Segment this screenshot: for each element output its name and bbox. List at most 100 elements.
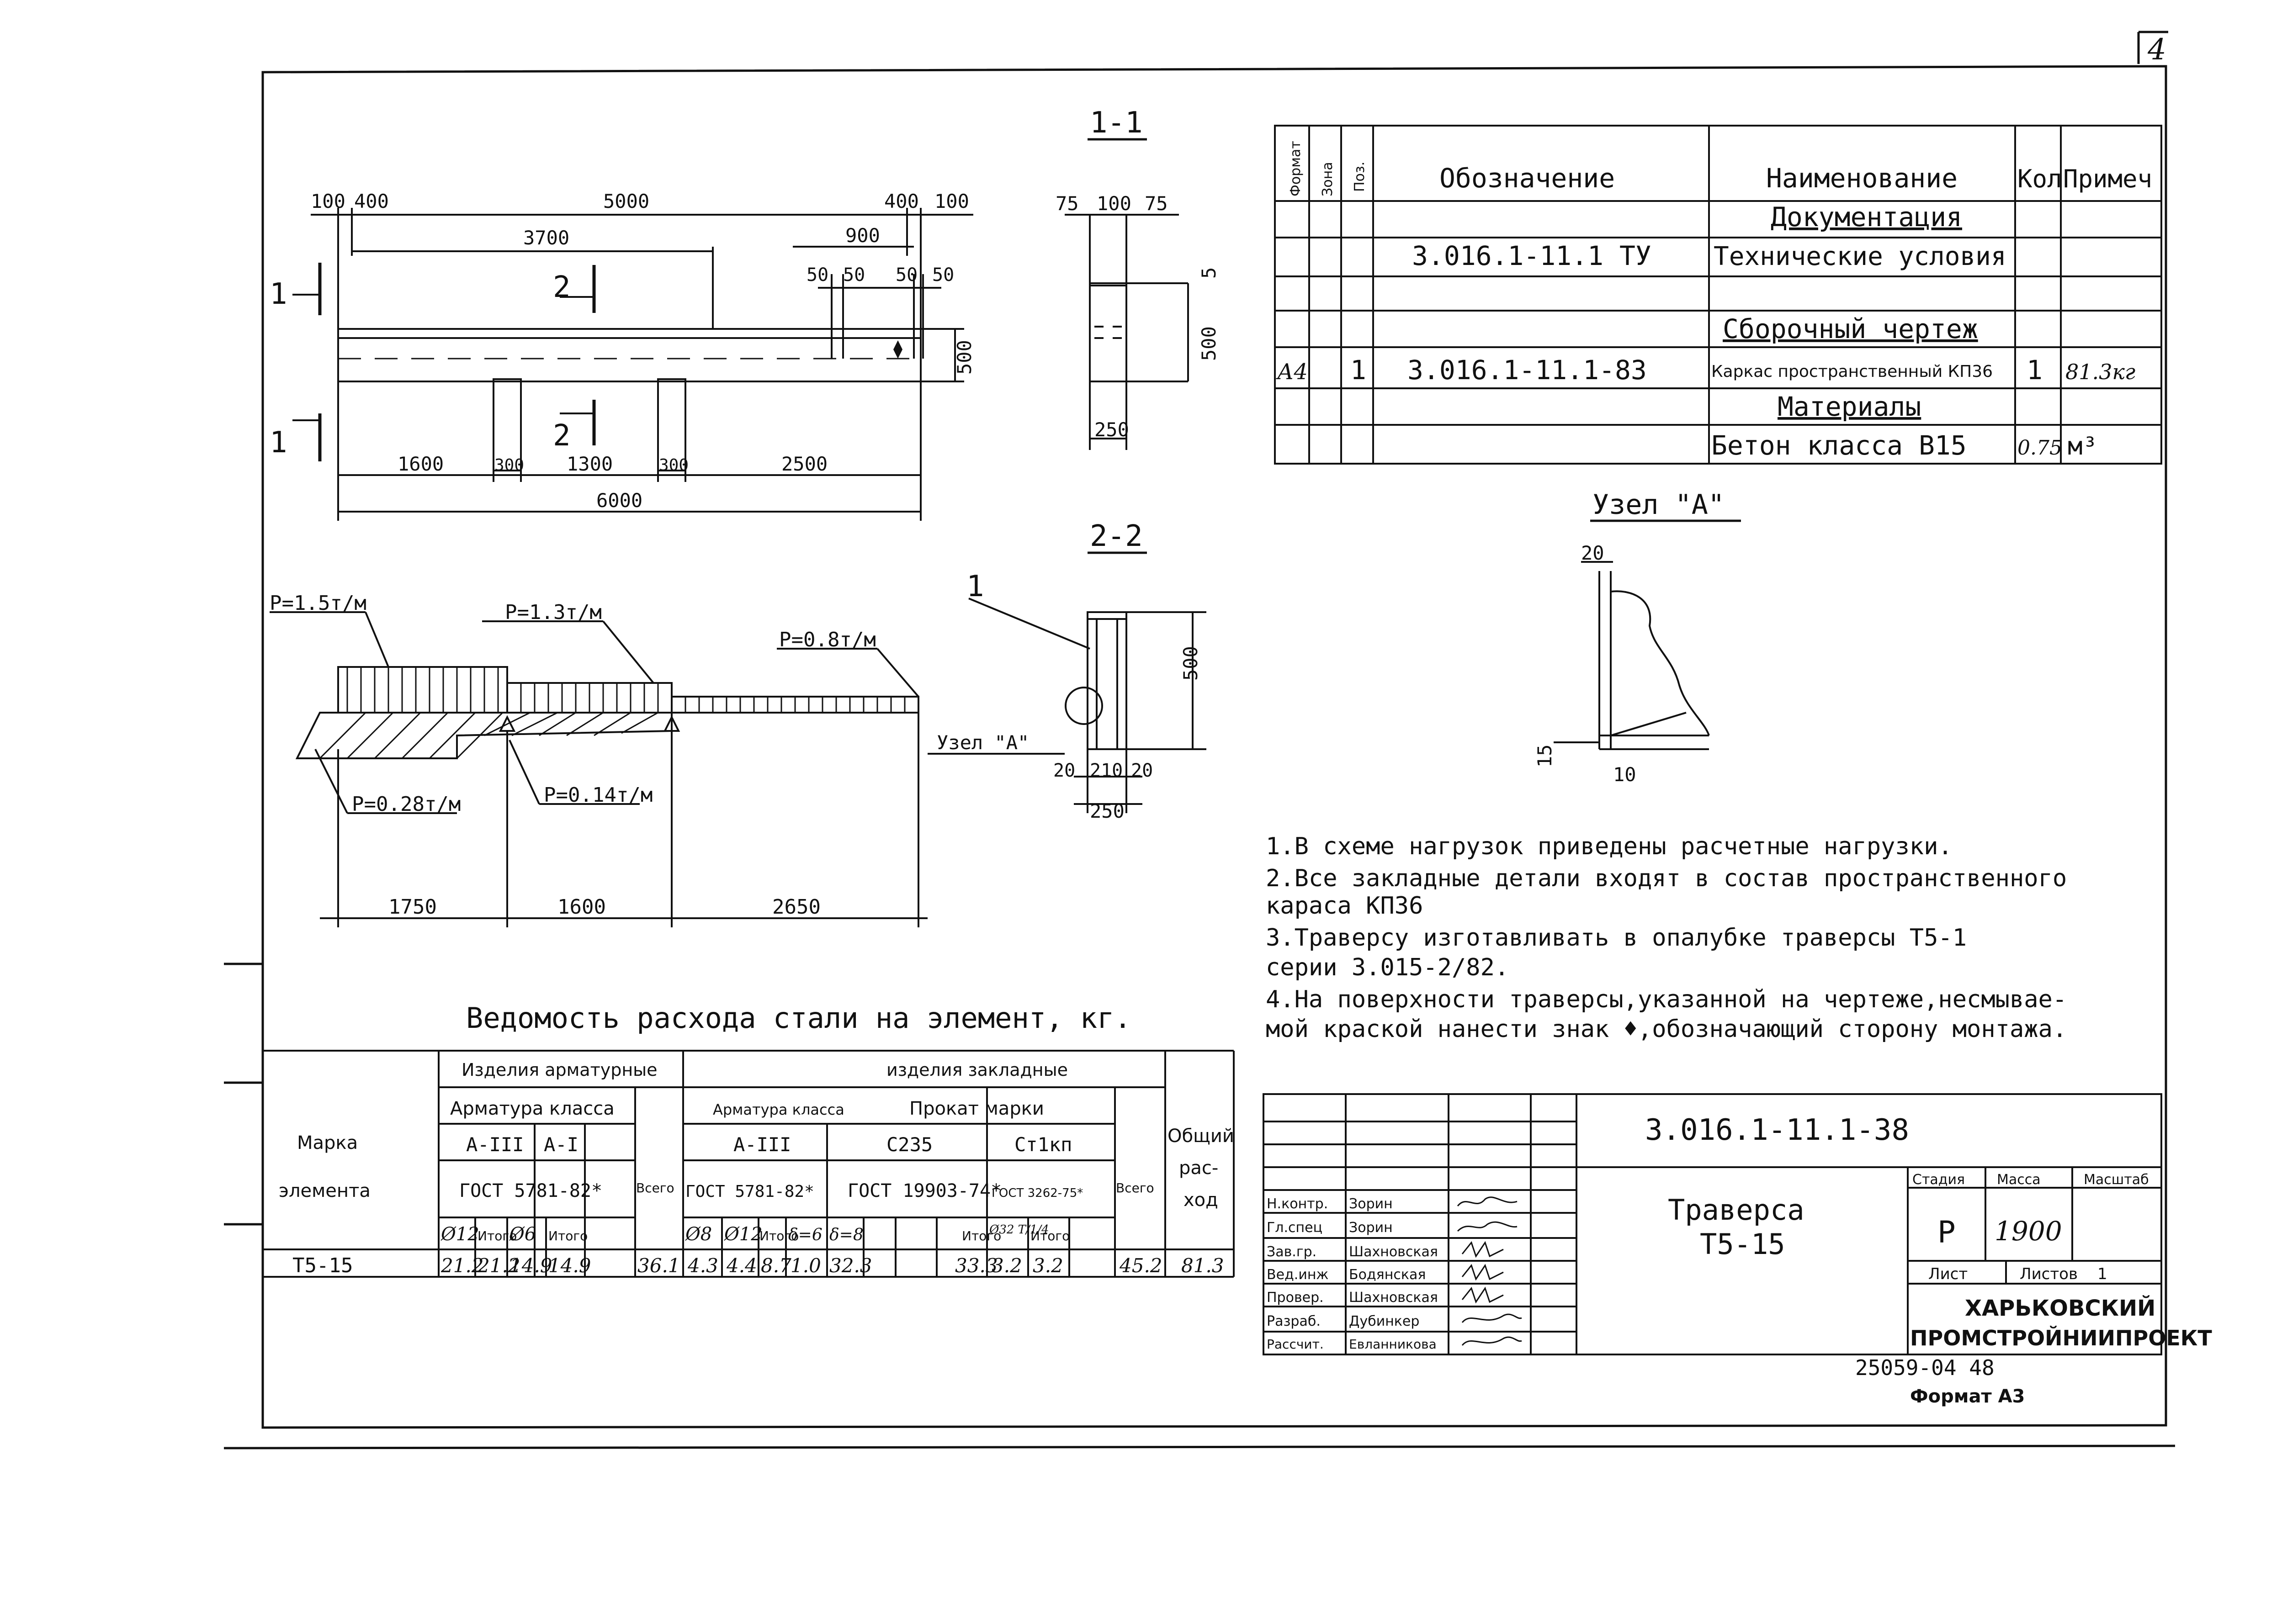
node-dim-20: 20 xyxy=(1581,542,1604,564)
cut-1-top: 1 xyxy=(270,277,287,311)
section-2-2: 2-2 1 500 20 210 20 250 Узел "А" xyxy=(928,519,1206,822)
tb-person-4: Шахновская xyxy=(1349,1290,1438,1306)
steel-sub-d12b: Ø12 xyxy=(724,1224,763,1245)
steel-h-mark: Марка xyxy=(297,1132,358,1153)
spec-row-kp-pos: 1 xyxy=(1350,354,1366,386)
steel-sub-delta8: δ=8 xyxy=(829,1226,864,1244)
spec-h-designation: Обозначение xyxy=(1439,163,1615,194)
steel-h-gost1: ГОСТ 5781-82* xyxy=(459,1180,602,1201)
spec-row-concrete-note: м³ xyxy=(2068,432,2097,460)
steel-sub-d8: Ø8 xyxy=(685,1224,712,1245)
section-1-1: 1-1 75 100 75 5 500 250 xyxy=(1056,106,1220,450)
steel-val-7: 4.4 xyxy=(726,1254,757,1277)
tb-role-0: Н.контр. xyxy=(1267,1196,1328,1212)
spec-row-materials: Материалы xyxy=(1778,391,1921,422)
tb-mass: 1900 xyxy=(1995,1216,2062,1247)
load-p2: Р=1.3т/м xyxy=(505,601,602,624)
note-2: 2.Все закладные детали входят в состав п… xyxy=(1266,865,2067,892)
steel-sub-d6: Ø6 xyxy=(509,1224,536,1245)
load-dim-1750: 1750 xyxy=(388,895,437,919)
steel-h-total-2: рас- xyxy=(1179,1158,1218,1179)
spec-row-documentation: Документация xyxy=(1771,201,1962,233)
load-diagram: Р=1.5т/м Р=1.3т/м Р=0.8т/м Р=0.28т/м Р=0… xyxy=(270,592,928,927)
steel-val-5: 36.1 xyxy=(637,1254,680,1277)
load-p4: Р=0.28т/м xyxy=(352,793,461,816)
dim-400-left: 400 xyxy=(354,190,389,212)
cut-2-bottom: 2 xyxy=(553,419,571,453)
spec-row-kp-qty: 1 xyxy=(2027,354,2043,386)
steel-sub-d32: Ø32 Т/1/4 xyxy=(989,1223,1049,1237)
dim-900: 900 xyxy=(845,224,880,247)
steel-table: Ведомость расхода стали на элемент, кг. xyxy=(263,1001,1235,1278)
steel-val-2: 21.2 xyxy=(477,1254,520,1277)
tb-role-2: Зав.гр. xyxy=(1267,1244,1316,1260)
leader-1: 1 xyxy=(966,570,984,603)
steel-sub-delta6: δ=6 xyxy=(788,1226,823,1244)
spec-row-kp-name: Каркас пространственный КП36 xyxy=(1711,362,1993,381)
steel-h-st1kp: Ст1кп xyxy=(1014,1133,1072,1156)
steel-val-1: 21.2 xyxy=(440,1254,484,1277)
dim-210: 210 xyxy=(1090,760,1123,781)
steel-table-title: Ведомость расхода стали на элемент, кг. xyxy=(466,1001,1131,1035)
spec-h-name: Наименование xyxy=(1766,163,1958,194)
tb-person-2: Шахновская xyxy=(1349,1244,1438,1260)
sheet-frame xyxy=(223,31,2176,1449)
dim-100-left: 100 xyxy=(311,190,345,212)
dim-500-s2: 500 xyxy=(1179,646,1202,681)
dim-250-s1: 250 xyxy=(1094,418,1129,441)
tb-person-3: Бодянская xyxy=(1349,1267,1426,1283)
steel-h-gost2: ГОСТ 5781-82* xyxy=(685,1182,814,1201)
steel-val-8: 8.7 xyxy=(761,1254,791,1277)
spec-row-tu-designation: 3.016.1-11.1 ТУ xyxy=(1412,240,1651,271)
dim-3700: 3700 xyxy=(523,227,569,249)
steel-h-rolled: Прокат марки xyxy=(909,1098,1044,1119)
note-4: 4.На поверхности траверсы,указанной на ч… xyxy=(1266,986,2067,1013)
steel-h-c235: С235 xyxy=(886,1133,933,1156)
tb-person-1: Зорин xyxy=(1349,1220,1393,1236)
sheet-number: 4 xyxy=(2147,33,2166,67)
node-a-detail: Узел "А" 20 15 10 xyxy=(1534,489,1741,786)
spec-row-tu-name: Технические условия xyxy=(1714,242,2006,271)
steel-h-rebar-class: Арматура класса xyxy=(450,1098,615,1119)
dim-100: 100 xyxy=(1097,192,1131,215)
tb-scale-h: Масштаб xyxy=(2084,1172,2149,1188)
spec-table: Формат Зона Поз. Обозначение Наименовани… xyxy=(1274,125,2162,465)
load-dim-1600: 1600 xyxy=(557,895,606,919)
steel-sub-itogo-3: Итого xyxy=(759,1228,799,1243)
steel-val-10: 32.3 xyxy=(829,1254,872,1277)
spec-h-note: Примеч xyxy=(2063,164,2152,193)
steel-val-3: 14.9 xyxy=(509,1254,552,1277)
dim-500-elev: 500 xyxy=(953,340,976,375)
dim-20-left: 20 xyxy=(1053,760,1075,781)
tb-org-1: ХАРЬКОВСКИЙ xyxy=(1965,1295,2155,1321)
dim-6000: 6000 xyxy=(596,489,642,512)
dim-50-c: 50 xyxy=(896,264,918,286)
spec-row-kp-designation: 3.016.1-11.1-83 xyxy=(1407,354,1647,386)
steel-h-element: элемента xyxy=(279,1180,371,1201)
title-block: 3.016.1-11.1-38 Траверса Т5-15 Стадия Ма… xyxy=(1263,1093,2212,1407)
steel-val-16: 81.3 xyxy=(1181,1254,1224,1277)
dim-100-right: 100 xyxy=(934,190,969,212)
tb-role-3: Вед.инж xyxy=(1267,1267,1328,1283)
steel-sub-itogo-2: Итого xyxy=(548,1228,588,1243)
tb-format: Формат А3 xyxy=(1910,1386,2025,1407)
load-p1: Р=1.5т/м xyxy=(270,592,366,615)
spec-row-kp-note: 81.3кг xyxy=(2065,360,2135,384)
spec-h-pos: Поз. xyxy=(1352,162,1368,192)
signature-marks xyxy=(1457,1196,1522,1346)
steel-h-reinf: Изделия арматурные xyxy=(462,1060,658,1080)
steel-h-gost3: ГОСТ 19903-74* xyxy=(848,1180,1002,1201)
steel-h-a1: А-I xyxy=(544,1133,578,1156)
tb-role-1: Гл.спец xyxy=(1267,1220,1322,1236)
steel-val-6: 4.3 xyxy=(687,1254,718,1277)
steel-h-vsego-2: Всего xyxy=(1116,1180,1154,1196)
dim-50-d: 50 xyxy=(932,264,954,286)
steel-val-4: 14.9 xyxy=(548,1254,591,1277)
steel-val-12: 33.3 xyxy=(955,1254,998,1277)
note-4-cont: мой краской нанести знак ♦,обозначающий … xyxy=(1266,1016,2067,1043)
tb-org-2: ПРОМСТРОЙНИИПРОЕКТ xyxy=(1910,1326,2212,1350)
tb-code: 3.016.1-11.1-38 xyxy=(1645,1113,1909,1147)
spec-h-qty: Кол xyxy=(2017,164,2062,193)
steel-val-14: 3.2 xyxy=(1033,1254,1063,1277)
